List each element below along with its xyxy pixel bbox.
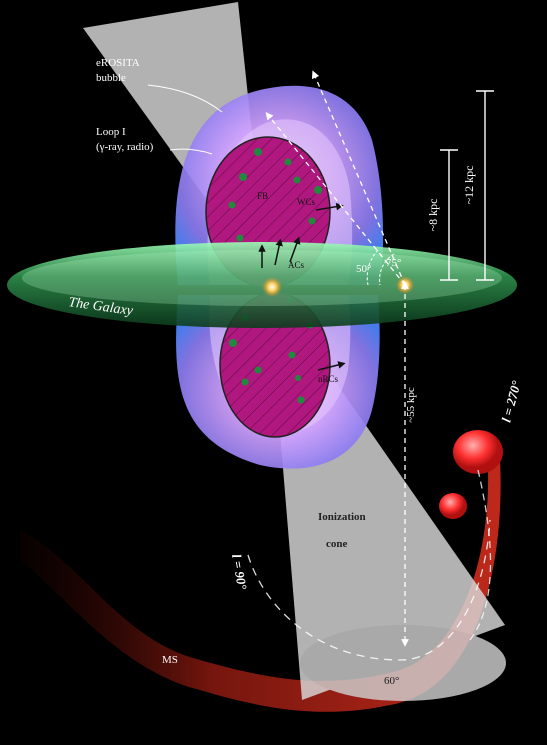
magellanic-stream	[20, 460, 501, 712]
loop-leader	[169, 148, 213, 155]
ms-label: MS	[162, 654, 178, 666]
loop-label-1: Loop I	[96, 126, 126, 138]
nrcs-label: nRCs	[318, 374, 339, 384]
erosita-leader	[147, 84, 223, 113]
angle-50-label: 50°	[356, 263, 371, 275]
erosita-label-1: eROSITA	[96, 57, 140, 69]
ionization-label-1: Ionization	[318, 511, 366, 523]
angle-75-label: 75°	[386, 257, 401, 269]
acs-label: ACs	[288, 260, 305, 270]
ionization-label-2: cone	[326, 538, 348, 550]
loop-label-2: (γ-ray, radio)	[96, 141, 154, 153]
galactic-center	[262, 277, 282, 297]
height-bar-12kpc	[476, 90, 494, 281]
longitude-arc	[247, 519, 491, 661]
fb-label: FB	[257, 191, 268, 201]
wcs-label: WCs	[297, 197, 315, 207]
magellanic-clouds	[439, 430, 503, 641]
height-12kpc-label: ~12 kpc	[462, 166, 476, 205]
angle-arc-75	[379, 253, 395, 286]
height-8kpc-label: ~8 kpc	[426, 199, 440, 232]
l270-label: l = 270°	[498, 378, 524, 423]
l90-label: l = 90°	[229, 553, 250, 592]
sight-lines	[265, 70, 409, 647]
distance-55kpc-label: ~55 kpc	[405, 387, 417, 423]
erosita-label-2: bubble	[96, 72, 126, 84]
outflow-arrows	[258, 202, 346, 371]
height-bar-8kpc	[440, 149, 458, 281]
angle-60-label: 60°	[384, 675, 399, 687]
galaxy-disk	[7, 242, 517, 328]
